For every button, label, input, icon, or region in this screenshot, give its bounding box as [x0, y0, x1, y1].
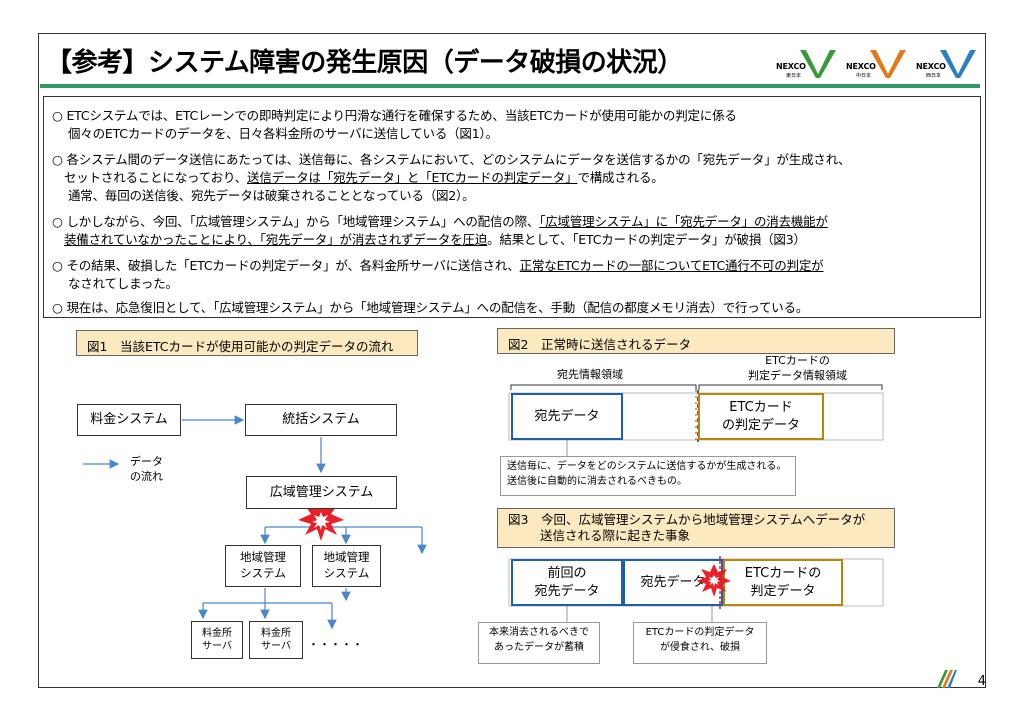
fig2-header: 図2 正常時に送信されるデータ: [497, 328, 895, 354]
bullet-2-line-1: ○ 各システム間のデータ送信にあたっては、送信毎に、各システムにおいて、どのシス…: [52, 152, 851, 167]
page-number: 4: [977, 674, 986, 689]
bullet-2-text: セットされることになっており、: [64, 170, 248, 185]
regional-system-box-1: 地域管理 システム: [225, 545, 301, 587]
nexco-west-logo: NEXCO 西日本: [916, 44, 980, 80]
footer-stripes-icon: [937, 670, 957, 688]
dest-data-box: 宛先データ: [511, 393, 623, 440]
fig2-note: 送信毎に、データをどのシステムに送信するかが生成される。 送信後に自動的に消去さ…: [500, 456, 796, 496]
bullet-1-line-1: ○ ETCシステムでは、ETCレーンでの即時判定により円滑な通行を確保するため、…: [52, 108, 737, 123]
bullet-3-emphasis-2: 装備されていなかったことにより、「宛先データ」が消去されずデータを圧迫: [64, 232, 488, 247]
toll-server-box-2: 料金所 サーバ: [249, 621, 303, 659]
bullet-2-line-3: 通常、毎回の送信後、宛先データは破棄されることとなっている（図2）。: [68, 188, 475, 203]
bullet-3-text: ○ しかしながら、今回、「広域管理システム」から「地域管理システム」への配信の際…: [52, 214, 540, 229]
logo-sub: 西日本: [926, 73, 942, 79]
bullet-3-line-1: ○ しかしながら、今回、「広域管理システム」から「地域管理システム」への配信の際…: [52, 211, 828, 230]
logo-sub: 東日本: [786, 73, 802, 79]
logo-name: NEXCO: [776, 62, 806, 71]
wide-area-system-box: 広域管理システム: [246, 476, 397, 509]
fig1-header: 図1 当該ETCカードが使用可能かの判定データの流れ: [76, 330, 418, 356]
bullet-5-line-1: ○ 現在は、応急復旧として、「広域管理システム」から「地域管理システム」への配信…: [52, 300, 809, 315]
bullet-4-line-2: なされてしまった。: [68, 276, 178, 291]
bullet-4-line-1: ○ その結果、破損した「ETCカードの判定データ」が、各料金所サーバに送信され、…: [52, 255, 824, 274]
fig3-note-right: ETCカードの判定データ が侵食され、破損: [633, 622, 767, 664]
toll-server-box-1: 料金所 サーバ: [191, 621, 243, 659]
etc-area-label: ETCカードの 判定データ情報領域: [748, 354, 847, 382]
page-title: 【参考】システム障害の発生原因（データ破損の状況）: [46, 48, 683, 78]
legend-data-flow: データ の流れ: [130, 455, 163, 484]
regional-system-box-2: 地域管理 システム: [312, 545, 381, 587]
bullet-3-emphasis: 「広域管理システム」に「宛先データ」の消去機能が: [539, 214, 828, 229]
logo-name: NEXCO: [846, 62, 876, 71]
bullet-4-text: ○ その結果、破損した「ETCカードの判定データ」が、各料金所サーバに送信され、: [52, 258, 520, 273]
etc-judgment-box-2: ETCカードの 判定データ: [723, 559, 843, 606]
bullet-2-text-end: で構成される。: [577, 170, 664, 185]
bullet-3-line-2: 装備されていなかったことにより、「宛先データ」が消去されずデータを圧迫。結果とし…: [64, 229, 806, 248]
bullet-panel: ○ ETCシステムでは、ETCレーンでの即時判定により円滑な通行を確保するため、…: [43, 96, 981, 318]
slide-frame: [38, 33, 986, 688]
fig3-header-line-2: 送信される際に起きた事象: [540, 528, 691, 544]
more-servers-ellipsis: ・・・・・: [308, 638, 363, 651]
bullet-3-text-end: 。結果として、「ETCカードの判定データ」が破損（図3）: [487, 232, 806, 247]
title-divider: [40, 84, 980, 88]
chevron-logo-icon: [870, 50, 906, 78]
bullet-2-emphasis: 送信データは「宛先データ」と「ETCカードの判定データ」: [247, 170, 578, 185]
bullet-4-emphasis: 正常なETCカードの一部についてETC通行不可の判定が: [519, 258, 824, 273]
nexco-east-logo: NEXCO 東日本: [776, 44, 840, 80]
central-system-box: 統括システム: [245, 404, 397, 436]
etc-judgment-box: ETCカード の判定データ: [698, 393, 824, 440]
fig3-header: 図3 今回、広域管理システムから地域管理システムへデータが 送信される際に起きた…: [497, 508, 895, 548]
chevron-logo-icon: [940, 50, 976, 78]
bullet-1-line-2: 個々のETCカードのデータを、日々各料金所のサーバに送信している（図1）。: [68, 126, 498, 141]
chevron-logo-icon: [800, 50, 836, 78]
bullet-2-line-2: セットされることになっており、送信データは「宛先データ」と「ETCカードの判定デ…: [64, 167, 664, 186]
previous-dest-data-box: 前回の 宛先データ: [511, 559, 623, 606]
fig3-header-line-1: 図3 今回、広域管理システムから地域管理システムへデータが: [508, 512, 866, 527]
billing-system-box: 料金システム: [77, 404, 181, 436]
fig3-note-left: 本来消去されるべきで あったデータが蓄積: [478, 622, 600, 664]
logo-name: NEXCO: [916, 62, 946, 71]
dest-area-label: 宛先情報領域: [557, 368, 623, 381]
nexco-central-logo: NEXCO 中日本: [846, 44, 910, 80]
logo-sub: 中日本: [856, 73, 872, 79]
